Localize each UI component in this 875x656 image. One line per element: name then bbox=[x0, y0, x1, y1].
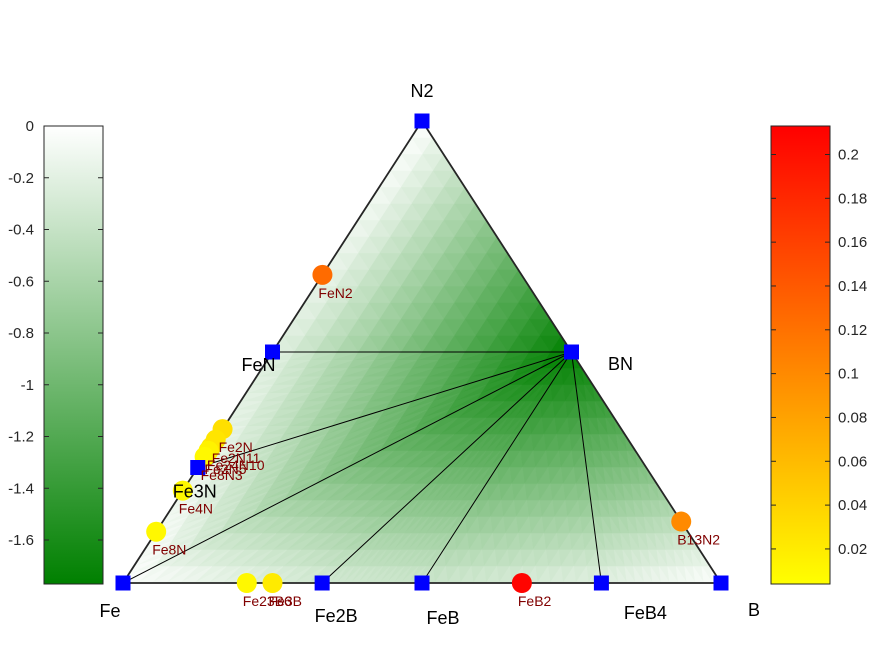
formation-energy-colorbar: 0 -0.2 -0.4 -0.6 -0.8 -1 -1.2 -1.4 -1.6 bbox=[8, 118, 104, 585]
stable-label-feb4: FeB4 bbox=[624, 603, 667, 623]
unstable-point-b13n2 bbox=[671, 511, 692, 532]
left-colorbar-bar bbox=[43, 125, 104, 585]
left-colorbar-tick-label: -1.2 bbox=[8, 429, 34, 446]
stable-point-feb bbox=[414, 575, 430, 591]
unstable-label-fe23b6: Fe23B6 bbox=[243, 593, 292, 609]
left-colorbar-tick-label: -1.6 bbox=[8, 532, 34, 549]
stable-label-n2: N2 bbox=[410, 81, 433, 101]
right-colorbar-tick-label: 0.02 bbox=[838, 541, 867, 558]
unstable-phase-markers bbox=[146, 264, 692, 593]
unstable-label-feb2: FeB2 bbox=[518, 593, 552, 609]
stable-point-bn bbox=[564, 344, 579, 360]
stable-label-feb: FeB bbox=[426, 608, 459, 628]
tie-lines bbox=[122, 351, 602, 584]
left-colorbar-tick-label: -1 bbox=[21, 377, 34, 394]
right-colorbar-tick-label: 0.06 bbox=[838, 453, 867, 470]
unstable-label-fe8n: Fe8N bbox=[152, 542, 186, 558]
left-colorbar-tick-label: -1.4 bbox=[8, 480, 34, 497]
unstable-point-fe4n bbox=[172, 480, 193, 501]
stable-point-fe3n bbox=[190, 460, 206, 475]
tie-line-fe2b-bn bbox=[321, 351, 572, 584]
phase-labels: FeN2Fe2NFe24N10Fe2N11Fe2N5Fe8N3Fe4NFe8NF… bbox=[99, 81, 760, 628]
stable-label-fen: FeN bbox=[241, 355, 275, 375]
tie-line-fe3n-bn bbox=[197, 351, 572, 468]
stable-point-n2 bbox=[414, 113, 430, 129]
hull-facet-2 bbox=[197, 351, 572, 469]
unstable-label-fe2n11: Fe2N11 bbox=[212, 450, 261, 466]
stable-point-fen bbox=[265, 344, 280, 360]
unstable-point-fe23b6 bbox=[236, 573, 257, 593]
right-colorbar-tick-label: 0.14 bbox=[838, 278, 867, 295]
unstable-label-fe8n3: Fe8N3 bbox=[201, 467, 243, 483]
stable-label-bn: BN bbox=[608, 354, 633, 374]
energy-above-hull-colorbar: 0.02 0.04 0.06 0.08 0.1 0.12 0.14 0.16 0.18 0.2 bbox=[770, 125, 867, 585]
unstable-label-fe4n: Fe4N bbox=[179, 501, 213, 517]
unstable-point-fe3b bbox=[262, 573, 283, 593]
left-colorbar-tick-label: -0.4 bbox=[8, 222, 34, 239]
stable-point-fe bbox=[115, 575, 131, 591]
left-colorbar-tick-label: -0.8 bbox=[8, 325, 34, 342]
stable-label-b: B bbox=[748, 600, 760, 620]
tie-line-feb4-bn bbox=[571, 351, 602, 584]
unstable-point-fen2 bbox=[312, 264, 333, 285]
right-colorbar-bar bbox=[770, 125, 831, 585]
stable-point-feb4 bbox=[593, 575, 609, 591]
left-colorbar-tick-label: 0 bbox=[26, 118, 34, 135]
right-colorbar-tick-label: 0.16 bbox=[838, 234, 867, 251]
unstable-label-fe2n5: Fe2N5 bbox=[205, 461, 247, 477]
unstable-label-fen2: FeN2 bbox=[318, 285, 352, 301]
stable-label-fe3n: Fe3N bbox=[173, 482, 217, 502]
stable-label-fe: Fe bbox=[99, 601, 120, 621]
stable-point-b bbox=[713, 575, 729, 591]
right-colorbar-tick-label: 0.08 bbox=[838, 409, 867, 426]
left-colorbar-tick-label: -0.2 bbox=[8, 170, 34, 187]
tie-line-fe-bn bbox=[122, 351, 572, 584]
stable-phase-markers bbox=[115, 113, 729, 591]
right-colorbar-tick-label: 0.04 bbox=[838, 497, 867, 514]
right-colorbar-tick-label: 0.2 bbox=[838, 146, 859, 163]
right-colorbar-tick-label: 0.18 bbox=[838, 190, 867, 207]
unstable-label-b13n2: B13N2 bbox=[677, 532, 720, 548]
left-colorbar-tick-label: -0.6 bbox=[8, 273, 34, 290]
tie-line-feb-bn bbox=[421, 351, 572, 584]
hull-facet-7 bbox=[571, 351, 722, 584]
unstable-label-fe3b: Fe3B bbox=[269, 593, 302, 609]
unstable-point-feb2 bbox=[511, 573, 532, 593]
hull-facet-0 bbox=[271, 120, 573, 353]
unstable-label-fe2n: Fe2N bbox=[219, 439, 253, 455]
hull-facet-5 bbox=[321, 351, 572, 584]
unstable-label-fe24n10: Fe24N10 bbox=[207, 457, 265, 473]
unstable-point-fe8n bbox=[146, 521, 167, 542]
right-colorbar-tick-label: 0.12 bbox=[838, 322, 867, 339]
stable-point-fe2b bbox=[314, 575, 330, 591]
right-colorbar-tick-label: 0.1 bbox=[838, 366, 859, 383]
stable-label-fe2b: Fe2B bbox=[315, 606, 358, 626]
hull-facet-6 bbox=[421, 351, 602, 584]
